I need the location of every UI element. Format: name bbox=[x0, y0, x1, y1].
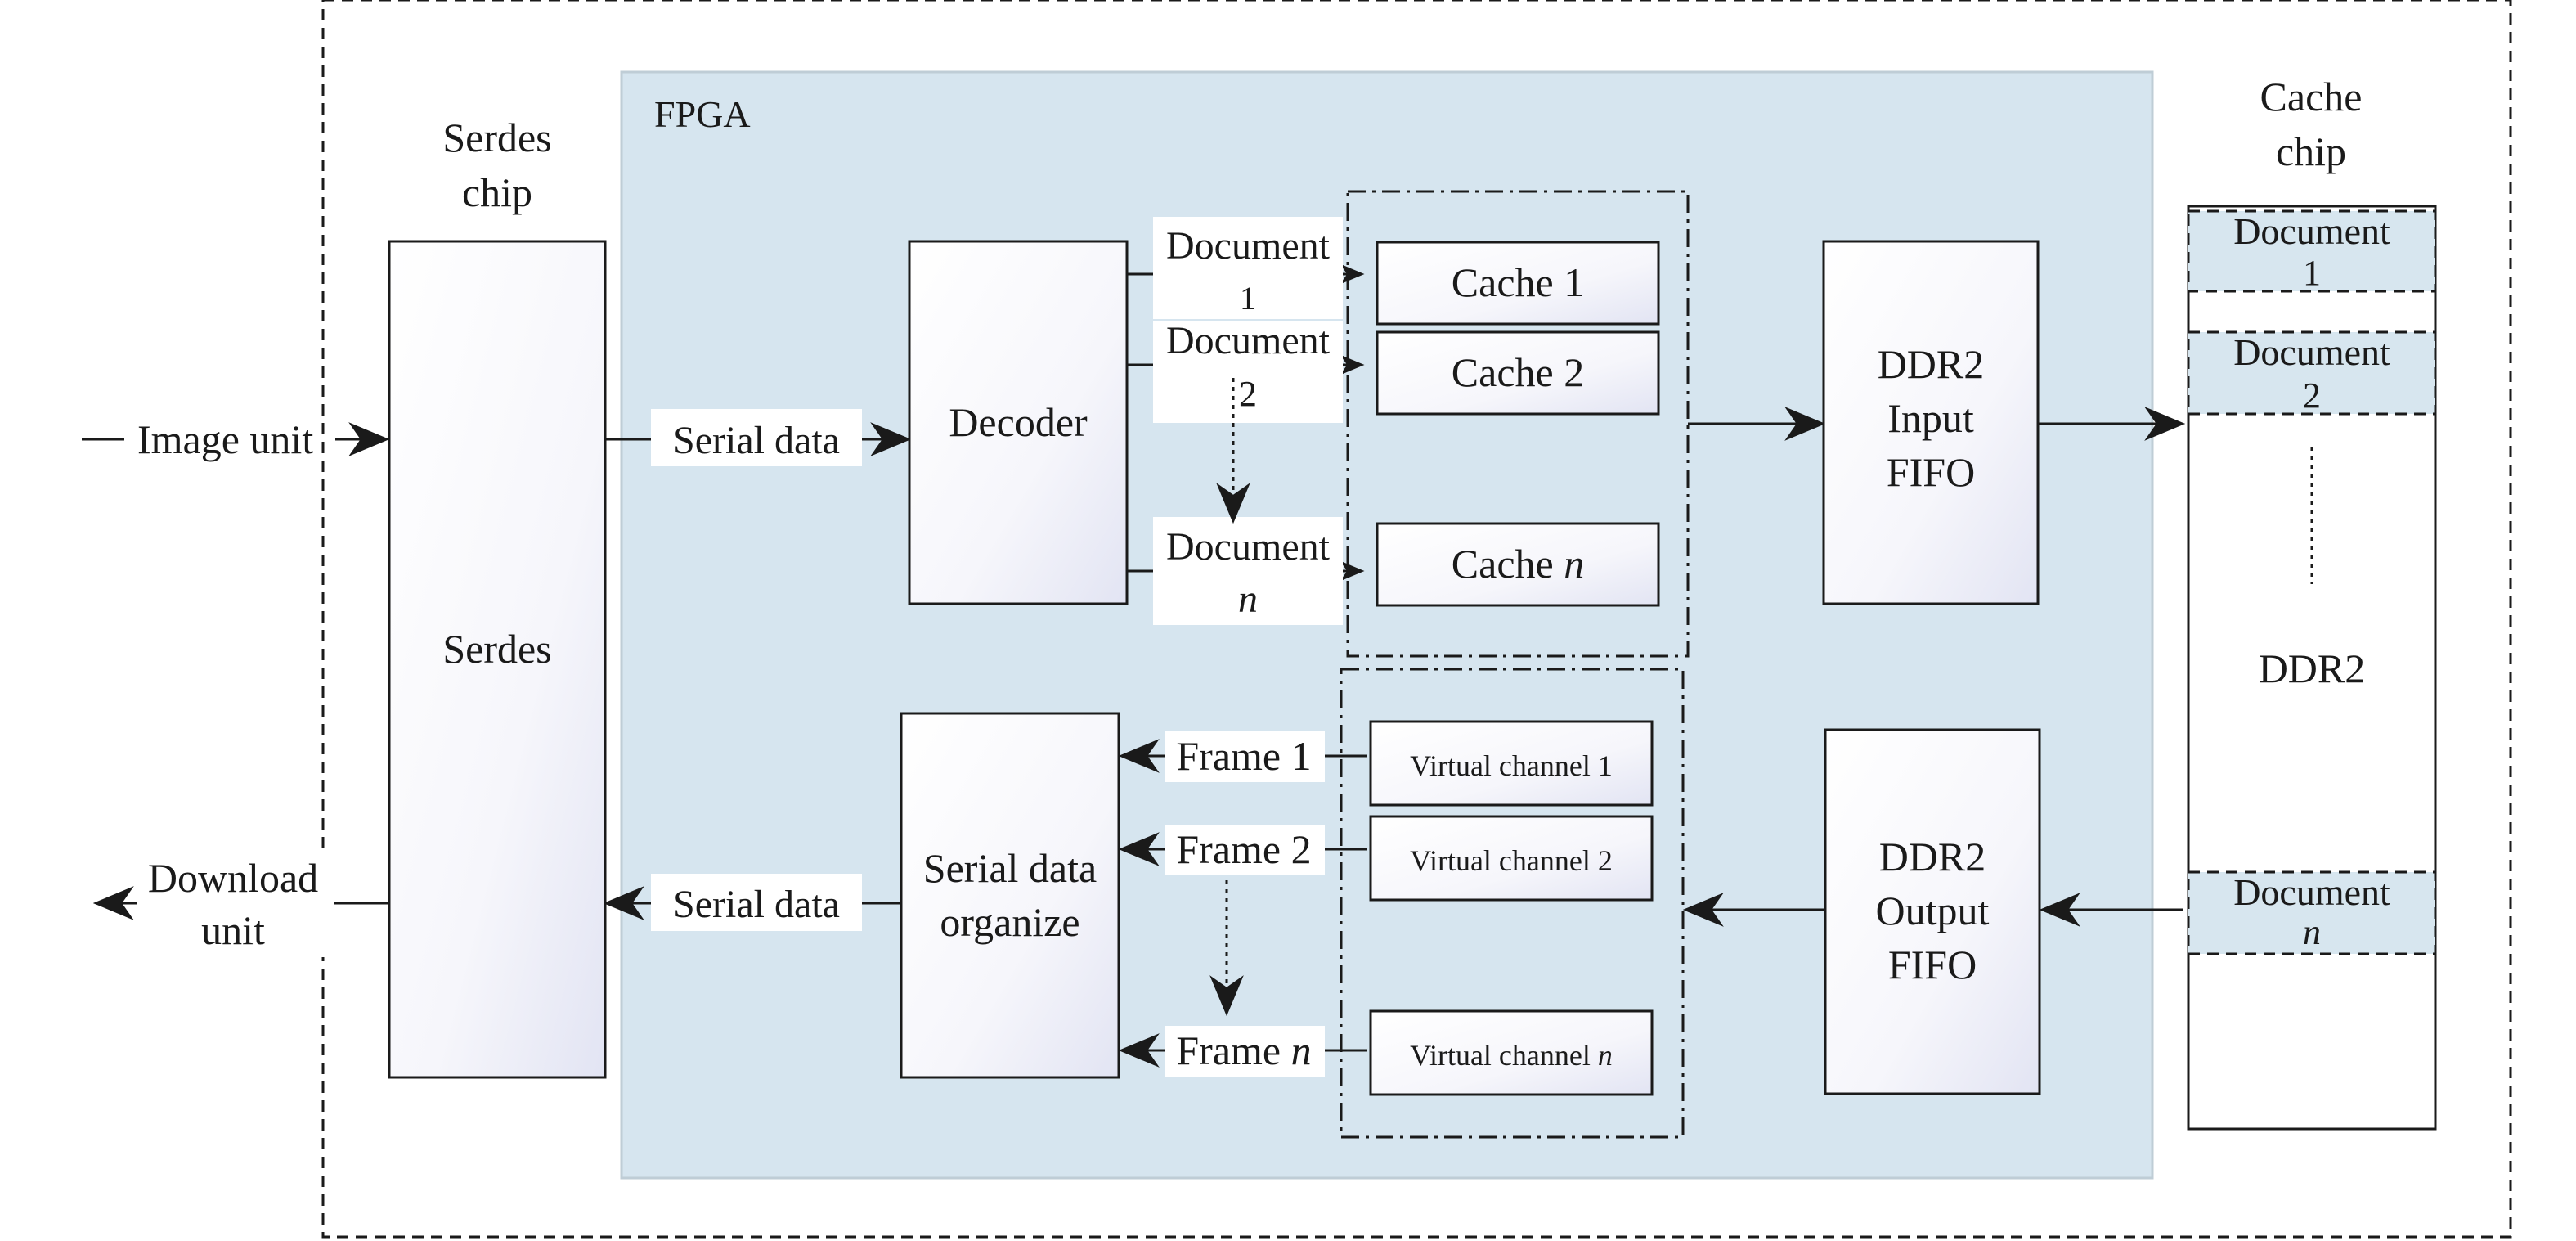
ddr2-document-2-index: 2 bbox=[2303, 375, 2321, 416]
fpga-label: FPGA bbox=[654, 93, 751, 135]
serdes-chip-title-2: chip bbox=[462, 169, 532, 215]
svg-text:Virtual channel 2: Virtual channel 2 bbox=[1410, 844, 1613, 877]
frame-1-name: Frame bbox=[1176, 733, 1281, 779]
ddr2-document-n-index: n bbox=[2303, 912, 2321, 952]
cache-n-index: n bbox=[1564, 541, 1584, 587]
cache-chip-title-1: Cache bbox=[2260, 74, 2363, 119]
document-1-index: 1 bbox=[1240, 280, 1256, 317]
cache-chip-title-2: chip bbox=[2276, 128, 2346, 174]
system-boundary bbox=[321, 0, 2512, 1239]
frame-2-name: Frame bbox=[1176, 826, 1281, 872]
frame-1-index: 1 bbox=[1291, 733, 1312, 779]
cache-1-index: 1 bbox=[1564, 259, 1584, 305]
frame-n-index: n bbox=[1291, 1027, 1312, 1073]
download-unit-label-2: unit bbox=[201, 907, 265, 953]
document-n-label: Document bbox=[1166, 525, 1331, 569]
document-1-label: Document bbox=[1166, 224, 1331, 268]
ddr2-output-fifo-line3: FIFO bbox=[1888, 942, 1977, 987]
cache-n-name: Cache bbox=[1452, 541, 1554, 587]
serial-data-in-label: Serial data bbox=[673, 419, 840, 462]
cache-2-box bbox=[1376, 330, 1660, 416]
ddr2-output-fifo-box bbox=[1824, 728, 2041, 1095]
ddr2-document-1-band bbox=[2187, 209, 2437, 293]
ddr2-output-fifo-line2: Output bbox=[1876, 888, 1990, 933]
decoder-label: Decoder bbox=[949, 399, 1088, 445]
ddr2-memory-label: DDR2 bbox=[2259, 645, 2366, 691]
ddr2-document-2-band bbox=[2187, 330, 2437, 416]
cache-group bbox=[1346, 190, 1690, 658]
ddr2-document-n-band bbox=[2187, 870, 2437, 955]
svg-text:Frame n: Frame n bbox=[1176, 1027, 1311, 1073]
frame-2-index: 2 bbox=[1291, 826, 1312, 872]
cache-1-box bbox=[1376, 241, 1660, 326]
serial-organize-line2: organize bbox=[940, 899, 1079, 945]
ddr2-output-fifo-line1: DDR2 bbox=[1879, 834, 1986, 879]
serial-organize-line1: Serial data bbox=[923, 845, 1097, 891]
virtual-channel-2-name: Virtual channel bbox=[1410, 844, 1591, 877]
document-n-index: n bbox=[1238, 578, 1258, 621]
svg-text:Frame 2: Frame 2 bbox=[1176, 826, 1311, 872]
virtual-channel-n-box bbox=[1369, 1009, 1654, 1096]
serial-data-out-label: Serial data bbox=[673, 883, 840, 926]
ddr2-input-fifo-line2: Input bbox=[1887, 395, 1974, 441]
ddr2-document-2-label: Document bbox=[2233, 331, 2390, 373]
virtual-channel-1-index: 1 bbox=[1598, 749, 1613, 782]
ddr2-input-fifo-box bbox=[1822, 240, 2040, 605]
document-2-index: 2 bbox=[1239, 374, 1257, 414]
ddr2-document-1-index: 1 bbox=[2303, 253, 2321, 293]
svg-text:Cache 1: Cache 1 bbox=[1452, 259, 1584, 305]
virtual-channel-2-index: 2 bbox=[1598, 844, 1613, 877]
ddr2-document-n-label: Document bbox=[2233, 871, 2390, 913]
cache-2-name: Cache bbox=[1452, 349, 1554, 395]
svg-text:Virtual channel 1: Virtual channel 1 bbox=[1410, 749, 1613, 782]
svg-text:Cache 2: Cache 2 bbox=[1452, 349, 1584, 395]
virtual-channel-2-box bbox=[1369, 815, 1654, 902]
virtual-channel-1-box bbox=[1369, 720, 1654, 807]
download-unit-label-1: Download bbox=[148, 855, 318, 901]
cache-1-name: Cache bbox=[1452, 259, 1554, 305]
frame-n-name: Frame bbox=[1176, 1027, 1281, 1073]
serdes-chip-title-1: Serdes bbox=[442, 115, 551, 160]
ddr2-input-fifo-line1: DDR2 bbox=[1878, 341, 1985, 387]
ddr2-document-1-label: Document bbox=[2233, 210, 2390, 252]
svg-text:Cache n: Cache n bbox=[1452, 541, 1584, 587]
serdes-box bbox=[388, 240, 607, 1079]
svg-text:Frame 1: Frame 1 bbox=[1176, 733, 1311, 779]
image-unit-label: Image unit bbox=[137, 416, 313, 462]
virtual-channel-n-name: Virtual channel bbox=[1410, 1039, 1591, 1072]
virtual-channel-1-name: Virtual channel bbox=[1410, 749, 1591, 782]
serdes-box-label: Serdes bbox=[442, 626, 551, 672]
virtual-channel-n-index: n bbox=[1598, 1039, 1613, 1072]
ddr2-input-fifo-line3: FIFO bbox=[1887, 449, 1975, 495]
cache-2-index: 2 bbox=[1564, 349, 1584, 395]
document-2-label: Document bbox=[1166, 319, 1331, 362]
serial-organize-box bbox=[900, 712, 1120, 1079]
svg-text:Virtual channel n: Virtual channel n bbox=[1410, 1039, 1613, 1072]
decoder-box bbox=[908, 240, 1129, 605]
cache-n-box bbox=[1376, 522, 1660, 607]
